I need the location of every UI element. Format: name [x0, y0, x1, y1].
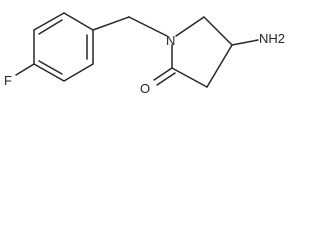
bond-c5-c4 — [203, 16, 233, 46]
bond-c3-c2 — [171, 67, 208, 88]
atom-label-fluorine: F — [4, 73, 12, 88]
bond-ring-double-inner-1 — [38, 19, 63, 35]
bond-ring-to-ch2 — [92, 16, 130, 31]
bond-ring-c1-c2 — [33, 12, 65, 31]
bond-ch2-to-n — [128, 16, 168, 37]
bond-carbonyl-2 — [156, 72, 176, 86]
atom-label-ring-nitrogen: N — [166, 33, 175, 48]
bond-ring-c4-c5 — [63, 63, 94, 82]
bond-c4-amine — [231, 39, 259, 46]
bond-c-f — [15, 63, 35, 76]
bond-c4-c3 — [206, 44, 233, 88]
bond-carbonyl-1 — [153, 67, 173, 81]
molecule-structure: F N O NH2 — [4, 12, 285, 96]
bond-ring-c2-c3 — [63, 12, 94, 31]
atom-label-amine: NH2 — [259, 31, 285, 46]
pyrrolidinone-ring — [171, 16, 233, 88]
bond-n-c5 — [175, 16, 205, 37]
bond-ring-double-inner-3 — [38, 60, 63, 75]
benzene-ring — [33, 12, 94, 82]
atom-label-carbonyl-oxygen: O — [140, 81, 150, 96]
bond-ring-c5-c6 — [33, 63, 65, 82]
